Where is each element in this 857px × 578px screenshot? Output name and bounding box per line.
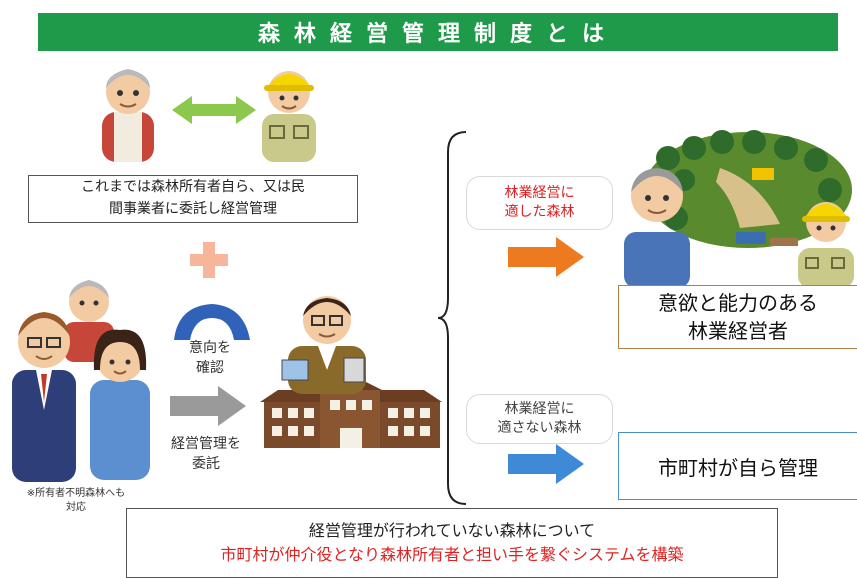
system-summary-box: 経営管理が行われていない森林について 市町村が仲介役となり森林所有者と担い手を繋… (126, 508, 778, 578)
forest-operations-illustration (624, 130, 854, 288)
entrust-line2: 委託 (192, 456, 220, 473)
unsuitable-line1: 林業経営に (504, 401, 575, 418)
suitable-line2: 適した森林 (504, 204, 575, 220)
suitable-arrow-icon (508, 237, 584, 277)
note-line1: ※所有者不明森林へも (26, 488, 126, 499)
unsuitable-arrow-icon (508, 444, 584, 484)
unsuitable-forest-label: 林業経営に 適さない森林 (466, 394, 613, 444)
note-line2: 対応 (66, 502, 86, 513)
forestry-worker-figure (262, 71, 316, 162)
forest-owners-group (12, 280, 150, 482)
summary-line2: 市町村が仲介役となり森林所有者と担い手を繋ぐシステムを構築 (220, 545, 684, 564)
municipality-official-building (260, 296, 442, 448)
owner-management-box: これまでは森林所有者自ら、又は民 間事業者に委託し経営管理 (28, 175, 358, 223)
confirm-intention-label: 意向を 確認 (170, 338, 250, 379)
branch-brace (437, 131, 467, 505)
manager-line1: 意欲と能力のある (658, 291, 818, 315)
suitable-forest-label: 林業経営に 適した森林 (466, 176, 613, 230)
municipal-official-figure (281, 296, 366, 394)
owner-box-line1: これまでは森林所有者自ら、又は民 (81, 179, 305, 196)
municipality-self-management-box: 市町村が自ら管理 (618, 432, 857, 500)
suitable-line1: 林業経営に (504, 185, 575, 202)
entrust-management-label: 経営管理を 委託 (160, 434, 252, 475)
unsuitable-line2: 適さない森林 (497, 420, 582, 436)
page-title: 森林経営管理制度とは (38, 13, 838, 51)
confirm-line2: 確認 (196, 360, 224, 377)
plus-icon (190, 242, 228, 278)
forest-owner-figure (102, 69, 154, 162)
motivated-manager-box: 意欲と能力のある 林業経営者 (618, 285, 857, 349)
owner-box-line2: 間事業者に委託し経営管理 (109, 201, 277, 217)
confirm-curve-arrow-icon (174, 304, 250, 340)
entrust-arrow-icon (170, 386, 246, 426)
confirm-line1: 意向を (189, 340, 231, 356)
top-figures (102, 69, 316, 162)
entrust-line1: 経営管理を (171, 436, 241, 452)
exchange-arrow-icon (172, 96, 256, 124)
summary-line1: 経営管理が行われていない森林について (308, 521, 596, 540)
manager-line2: 林業経営者 (688, 319, 788, 343)
unknown-owner-note: ※所有者不明森林へも 対応 (6, 487, 146, 515)
